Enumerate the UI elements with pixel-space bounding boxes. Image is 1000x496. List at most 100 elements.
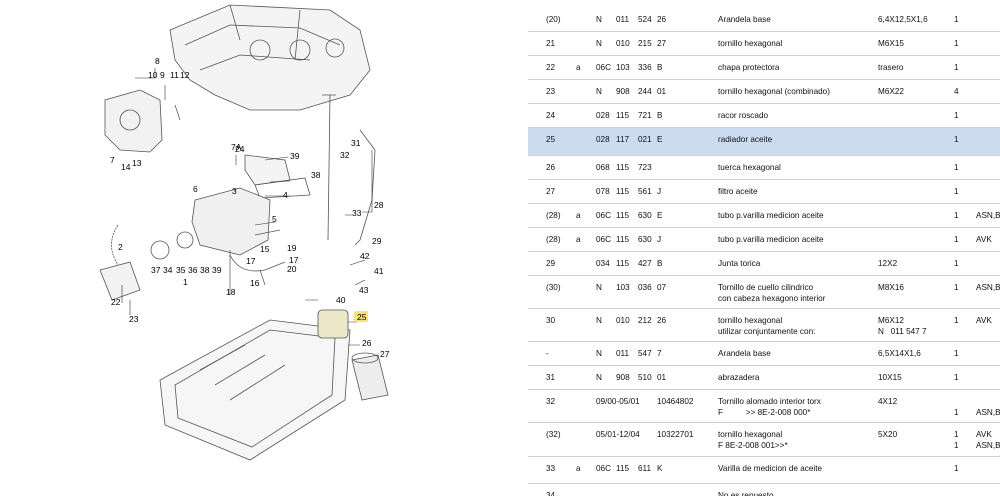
callout-5[interactable]: 5 (272, 214, 277, 224)
cell-mark: a (576, 211, 581, 220)
cell-model: ASN,B (976, 211, 1000, 220)
cell-pos: 33 (546, 464, 556, 473)
callout-17[interactable]: 17 (289, 255, 299, 265)
cell-pos: 23 (546, 87, 556, 96)
callout-33[interactable]: 33 (352, 208, 362, 218)
callout-7A[interactable]: 7A (231, 142, 242, 152)
callout-8[interactable]: 8 (155, 56, 160, 66)
callout-32[interactable]: 32 (340, 150, 350, 160)
cell-qty: 1 (954, 39, 959, 48)
callout-13[interactable]: 13 (132, 158, 142, 168)
callout-10[interactable]: 10 (148, 70, 158, 80)
callout-17[interactable]: 17 (246, 256, 256, 266)
cylinder-bore (325, 38, 345, 58)
callout-11[interactable]: 11 (170, 70, 179, 80)
cell-pn1: N (596, 349, 602, 358)
callout-14[interactable]: 14 (121, 162, 131, 172)
callout-9[interactable]: 9 (160, 70, 165, 80)
callout-43[interactable]: 43 (359, 285, 369, 295)
callout-12[interactable]: 12 (180, 70, 190, 80)
cell-qty: 4 (954, 87, 959, 96)
cell-mark: a (576, 63, 581, 72)
callout-40[interactable]: 40 (336, 295, 346, 305)
cell-pn1: N (596, 15, 602, 24)
callout-39[interactable]: 39 (212, 265, 222, 275)
cylinder-bore (249, 39, 271, 61)
callout-7[interactable]: 7 (110, 155, 115, 165)
cell-model: AVK ASN,B (976, 430, 1000, 450)
cell-spec: 10X15 (878, 373, 902, 382)
cell-pn2: 115 (616, 111, 630, 120)
callout-3[interactable]: 3 (232, 186, 237, 196)
cell-desc: No es repuesto (718, 491, 774, 496)
cell-pn3: 611 (638, 464, 652, 473)
callout-37[interactable]: 37 (151, 265, 161, 275)
callout-38[interactable]: 38 (200, 265, 210, 275)
cell-pn4: K (657, 464, 663, 473)
callout-15[interactable]: 15 (260, 244, 270, 254)
callout-34[interactable]: 34 (163, 265, 173, 275)
cell-desc: tuerca hexagonal (718, 163, 781, 172)
callout-24[interactable]: 24 (235, 144, 245, 154)
cell-pn2: 011 (616, 349, 630, 358)
callout-22[interactable]: 22 (111, 297, 121, 307)
callout-31[interactable]: 31 (351, 138, 361, 148)
cell-model: AVK (976, 235, 992, 244)
callout-20[interactable]: 20 (287, 264, 297, 274)
callout-38[interactable]: 38 (311, 170, 321, 180)
cell-pn1: 09/00-05/01 (596, 397, 640, 406)
cell-desc: Junta torica (718, 259, 761, 268)
callout-19[interactable]: 19 (287, 243, 297, 253)
callout-35[interactable]: 35 (176, 265, 186, 275)
callout-16[interactable]: 16 (250, 278, 260, 288)
cell-mark: a (576, 235, 581, 244)
cell-pn4: B (657, 63, 663, 72)
callout-26[interactable]: 26 (362, 338, 372, 348)
callout-6[interactable]: 6 (193, 184, 198, 194)
cell-pn3: 510 (638, 373, 652, 382)
oil-pump (191, 187, 271, 256)
callout-23[interactable]: 23 (129, 314, 139, 324)
cell-qty: 1 (954, 63, 959, 72)
callout-27[interactable]: 27 (380, 349, 390, 359)
callout-41[interactable]: 41 (374, 266, 384, 276)
callout-25-highlight (354, 311, 368, 322)
callout-1[interactable]: 1 (183, 277, 188, 287)
callout-18[interactable]: 18 (226, 287, 236, 297)
callout-39[interactable]: 39 (290, 151, 300, 161)
callout-2[interactable]: 2 (118, 242, 123, 252)
leader-lines (121, 68, 373, 346)
cell-pn3: 547 (638, 349, 652, 358)
cell-pos: (30) (546, 283, 561, 292)
callout-25[interactable]: 25 (357, 312, 367, 322)
cover-seal (119, 109, 141, 131)
callout-28[interactable]: 28 (374, 200, 384, 210)
callout-36[interactable]: 36 (188, 265, 198, 275)
bracket-2 (254, 177, 311, 199)
cell-qty: 1 (954, 211, 959, 220)
sprocket (150, 240, 170, 260)
callout-42[interactable]: 42 (360, 251, 370, 261)
callout-29[interactable]: 29 (372, 236, 382, 246)
callout-4[interactable]: 4 (283, 190, 288, 200)
